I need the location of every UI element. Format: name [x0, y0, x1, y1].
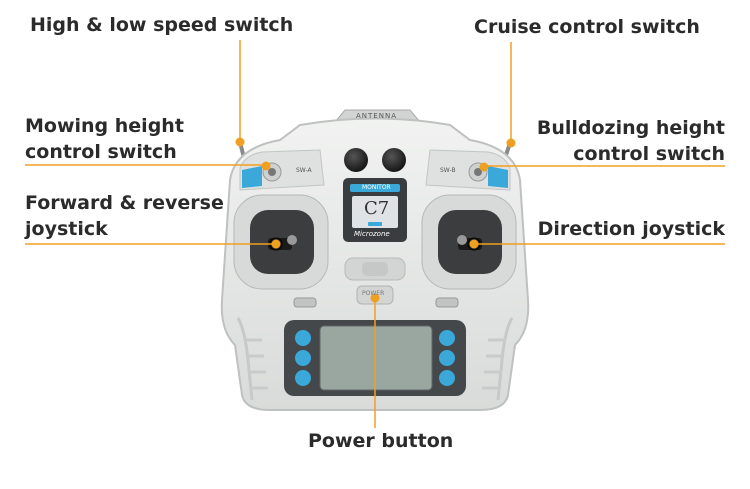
power-label: POWER — [362, 290, 385, 297]
right-trim-switch — [435, 297, 459, 308]
callout-dot-power — [370, 293, 380, 303]
callout-lines — [25, 40, 725, 428]
callout-dot-forward-reverse — [271, 239, 281, 249]
callout-dot-bulldozing-height — [479, 162, 489, 172]
center-monitor — [343, 178, 407, 242]
left-switch-label: SW-A — [296, 167, 312, 174]
monitor-label: MONITOR — [362, 184, 391, 191]
label-direction-joystick: Direction joystick — [537, 218, 725, 240]
model-label: C7 — [364, 198, 390, 219]
label-mowing-height-line1: Mowing height — [25, 115, 184, 137]
left-button-column — [295, 330, 311, 386]
callout-dot-mowing-height — [261, 161, 271, 171]
left-top-knob — [344, 148, 368, 172]
center-lever — [344, 257, 406, 281]
left-joystick-well — [233, 194, 329, 290]
label-high-low-speed: High & low speed switch — [30, 14, 294, 36]
callout-dots — [235, 137, 516, 303]
right-joystick-well — [421, 194, 517, 290]
callout-dot-cruise-control — [506, 138, 516, 148]
right-switch-label: SW-B — [440, 167, 456, 174]
label-bulldozing-height-line2: control switch — [573, 143, 725, 165]
callout-dot-direction — [469, 239, 479, 249]
right-top-knob — [382, 148, 406, 172]
right-button-column — [439, 330, 455, 386]
label-mowing-height-line2: control switch — [25, 141, 177, 163]
brand-label: Microzone — [354, 230, 390, 238]
label-forward-reverse-line1: Forward & reverse — [25, 192, 224, 214]
label-cruise-control: Cruise control switch — [474, 16, 700, 38]
label-bulldozing-height-line1: Bulldozing height — [536, 117, 725, 139]
label-power-button: Power button — [308, 430, 454, 452]
label-forward-reverse-line2: joystick — [25, 218, 108, 240]
callout-dot-high-low-speed — [235, 137, 245, 147]
antenna-label: ANTENNA — [356, 112, 397, 120]
left-trim-switch — [293, 297, 317, 308]
